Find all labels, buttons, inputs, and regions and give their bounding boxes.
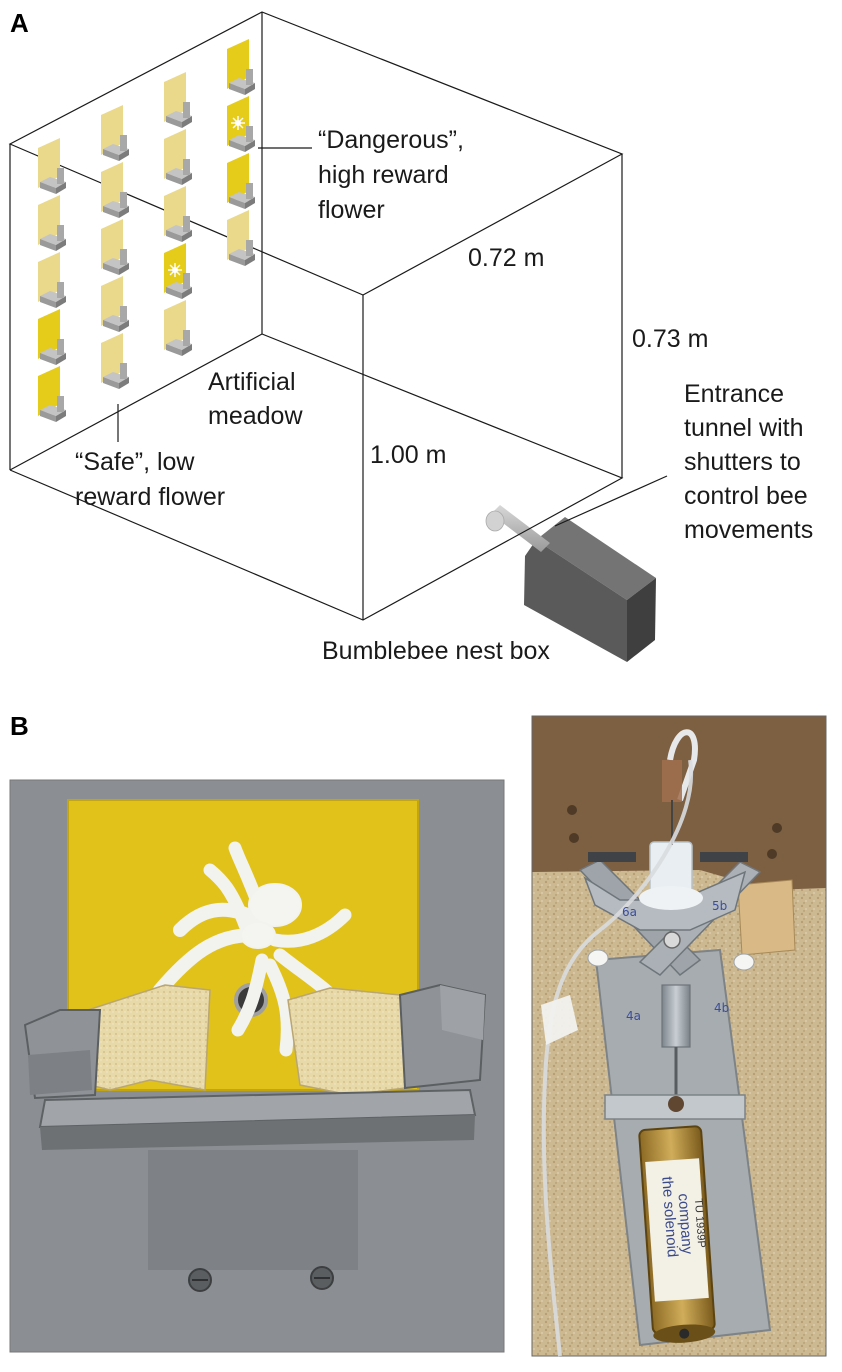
screw-icon [569, 833, 579, 843]
entrance-tunnel [485, 505, 550, 552]
flower [38, 138, 66, 194]
width-dimension: 1.00 m [370, 441, 446, 469]
flower [101, 276, 129, 332]
panel-a-label: A [10, 8, 29, 38]
nest-box [524, 517, 656, 662]
spider-icon [231, 116, 245, 130]
handwriting-4b: 4b [714, 1001, 729, 1015]
flower [164, 243, 192, 299]
spring [661, 984, 691, 1048]
nest-box-label: Bumblebee nest box [322, 637, 550, 665]
spider-model-icon [153, 841, 352, 1057]
height-dimension: 0.73 m [632, 325, 708, 353]
safe-flower-label: “Safe”, low reward flower [75, 448, 225, 511]
flower [38, 366, 66, 422]
right-sponge [287, 987, 406, 1096]
photo-flower-spider [9, 779, 505, 1353]
flower [101, 333, 129, 389]
meadow-label: Artificial meadow [208, 368, 303, 430]
flower [164, 300, 192, 356]
flower [227, 39, 255, 95]
dangerous-flower-label: “Dangerous”, high reward flower [318, 126, 471, 224]
flower [164, 186, 192, 242]
screw-icon [567, 805, 577, 815]
photo-solenoid-mechanism: the solenoid company TU 1939P 6a 5b 4a 4… [531, 715, 827, 1357]
depth-dimension: 0.72 m [468, 244, 544, 272]
flower [38, 309, 66, 365]
flower [101, 105, 129, 161]
flower [164, 72, 192, 128]
flower [227, 153, 255, 209]
flower [227, 96, 255, 152]
screw-icon [767, 849, 777, 859]
solenoid: the solenoid company TU 1939P [638, 1125, 716, 1343]
tunnel-leader [554, 475, 668, 527]
flower [38, 252, 66, 308]
tunnel-label: Entrance tunnel with shutters to control… [684, 380, 815, 544]
panel-b-label: B [10, 711, 29, 741]
solenoid-label: the solenoid company TU 1939P [658, 1174, 708, 1262]
handwriting-4a: 4a [626, 1009, 641, 1023]
handwriting-5b: 5b [712, 899, 727, 913]
handwriting-6a: 6a [622, 905, 637, 919]
flower [164, 129, 192, 185]
spider-icon [168, 263, 182, 277]
flower [38, 195, 66, 251]
flower-grid [38, 39, 255, 422]
flower [227, 210, 255, 266]
flower [101, 219, 129, 275]
flower [101, 162, 129, 218]
screw-icon [772, 823, 782, 833]
